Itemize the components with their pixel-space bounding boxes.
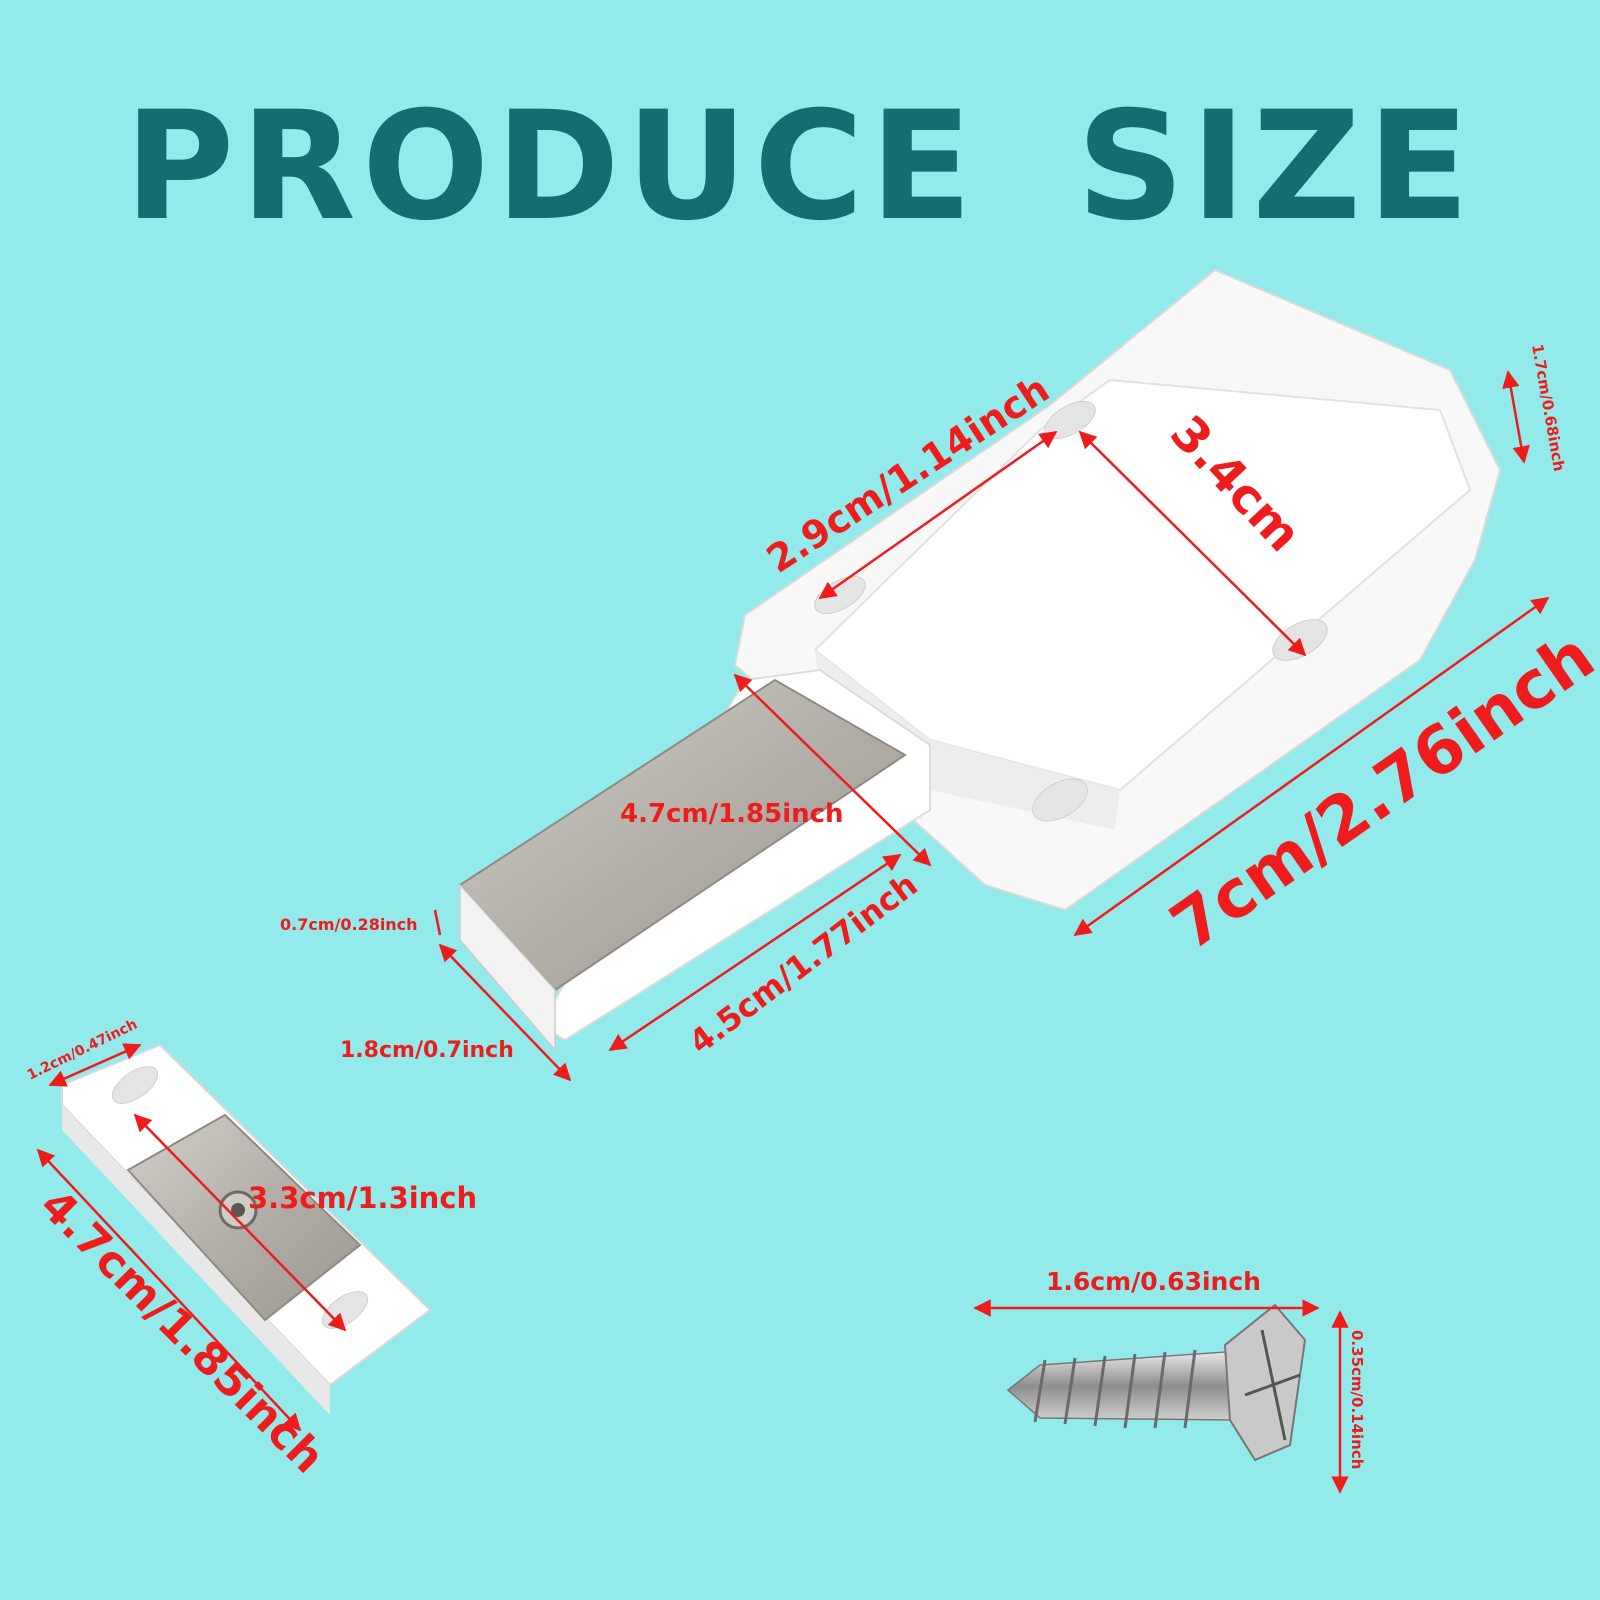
label-plate-hole-spacing: 3.3cm/1.3inch — [248, 1181, 477, 1215]
label-screw-length: 1.6cm/0.63inch — [1046, 1267, 1261, 1296]
dim-line-latch-total-length — [1073, 596, 1550, 937]
dim-line-plunger-height — [433, 909, 442, 936]
label-plunger-height: 0.7cm/0.28inch — [280, 915, 418, 934]
label-screw-diameter: 0.35cm/0.14inch — [1348, 1330, 1366, 1469]
label-plunger-width: 1.8cm/0.7inch — [340, 1038, 514, 1063]
dimension-lines — [36, 370, 1550, 1494]
label-latch-thickness: 1.7cm/0.68inch — [1528, 343, 1568, 473]
push-latch — [458, 268, 1502, 1053]
label-plunger-length: 4.7cm/1.85inch — [620, 799, 844, 829]
screw-slot-b — [1244, 1373, 1301, 1397]
screw-head — [1223, 1303, 1307, 1462]
screw — [1006, 1303, 1307, 1462]
dim-line-plunger-length — [733, 673, 932, 867]
screw-thread — [1033, 1349, 1197, 1429]
latch-body-side — [815, 650, 1120, 830]
page-title: PRODUCE SIZE — [124, 80, 1476, 254]
dim-line-plate-width — [48, 1043, 142, 1087]
dim-line-plate-length — [36, 1148, 302, 1432]
dim-line-latch-body-width — [818, 430, 1058, 600]
dim-line-plunger-width — [438, 943, 572, 1082]
dim-line-plunger-extension — [608, 853, 902, 1052]
dim-line-latch-thickness — [1502, 370, 1530, 464]
